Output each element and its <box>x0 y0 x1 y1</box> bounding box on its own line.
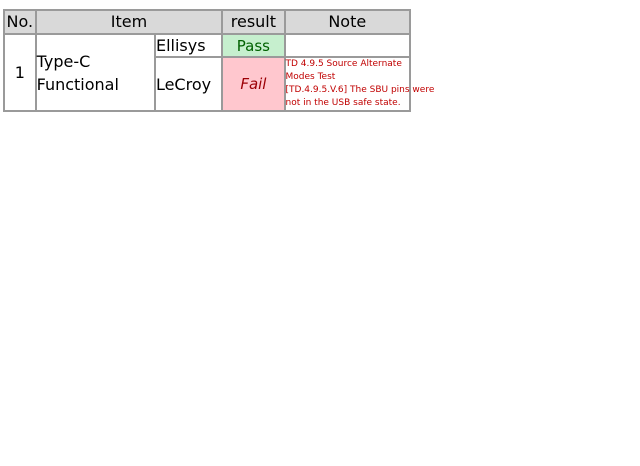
note-line: [TD.4.9.5.V.6] The SBU pins were <box>285 85 435 95</box>
note-line: Modes Test <box>285 72 336 82</box>
tool-name: LeCroy <box>153 56 224 112</box>
tool-name: Ellisys <box>153 33 224 58</box>
header-result: result <box>221 9 286 35</box>
note-line: not in the USB safe state. <box>285 98 401 108</box>
header-note: Note <box>283 9 411 35</box>
item-name-line: Type-C <box>36 51 91 71</box>
result-fail-badge: Fail <box>221 56 286 112</box>
header-row: No. Item result Note <box>3 9 411 35</box>
note-cell <box>283 33 411 58</box>
row-number: 1 <box>3 33 37 112</box>
table-row: 1 Type-C Functional Ellisys Pass <box>3 33 411 112</box>
note-line: TD 4.9.5 Source Alternate <box>285 59 402 69</box>
header-item: Item <box>34 9 224 35</box>
item-name-line: Functional <box>36 74 119 94</box>
result-pass-badge: Pass <box>221 33 286 58</box>
test-results-table: No. Item result Note 1 Type-C Functional… <box>3 9 435 112</box>
header-no: No. <box>3 9 37 35</box>
table-row: LeCroy Fail TD 4.9.5 Source Alternate Mo… <box>4 56 435 112</box>
item-name: Type-C Functional <box>34 33 156 112</box>
note-cell: TD 4.9.5 Source Alternate Modes Test [TD… <box>283 56 435 112</box>
